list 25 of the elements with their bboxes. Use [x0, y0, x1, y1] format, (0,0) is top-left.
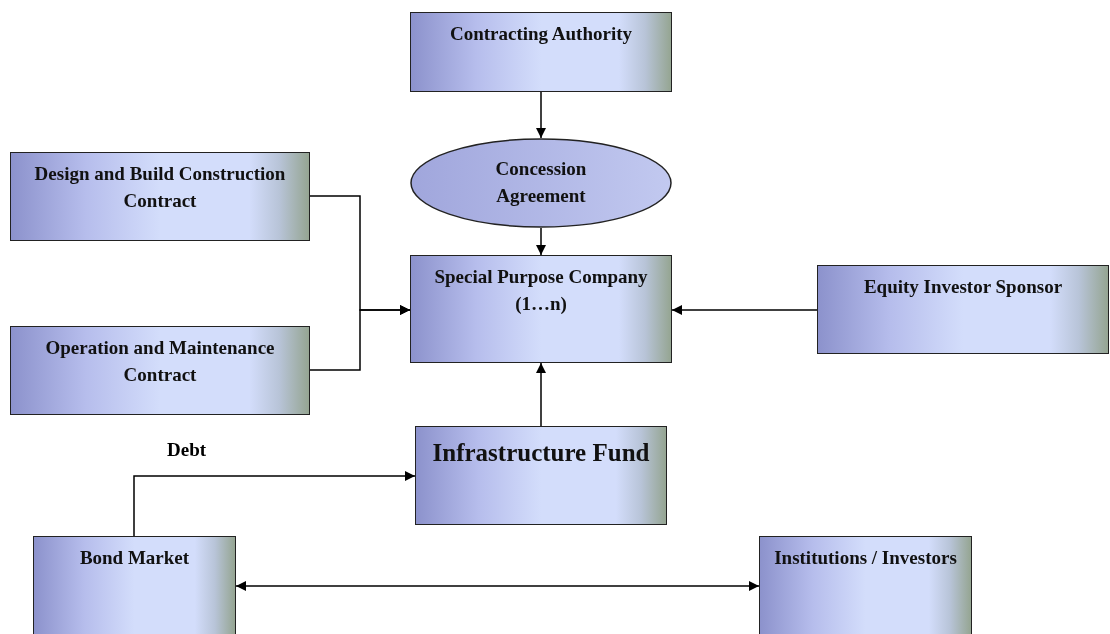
entity-box — [10, 152, 310, 241]
arrow — [133, 471, 416, 537]
node-label: Bond Market — [79, 546, 190, 570]
node-label: Concession Agreement — [494, 157, 588, 208]
arrow — [671, 305, 818, 315]
node-label: Design and Build Construction Contract — [33, 162, 287, 213]
entity-box — [410, 12, 672, 92]
node-label: Equity Investor Sponsor — [863, 275, 1063, 299]
node-label: Contracting Authority — [449, 22, 633, 46]
node-label: Institutions / Investors — [774, 546, 957, 570]
arrow — [536, 91, 546, 139]
arrow — [536, 362, 546, 427]
arrow — [309, 305, 411, 371]
node-label: Operation and Maintenance Contract — [44, 336, 276, 387]
entity-box — [410, 255, 672, 363]
entity-box — [33, 536, 236, 634]
agreement-ellipse — [410, 138, 672, 228]
node-label: Infrastructure Fund — [432, 438, 650, 468]
arrow — [536, 227, 546, 256]
node-label: Special Purpose Company (1…n) — [433, 265, 649, 316]
entity-box — [10, 326, 310, 415]
entity-box — [817, 265, 1109, 354]
entity-box — [759, 536, 972, 634]
arrow — [235, 581, 760, 591]
entity-box — [415, 426, 667, 525]
